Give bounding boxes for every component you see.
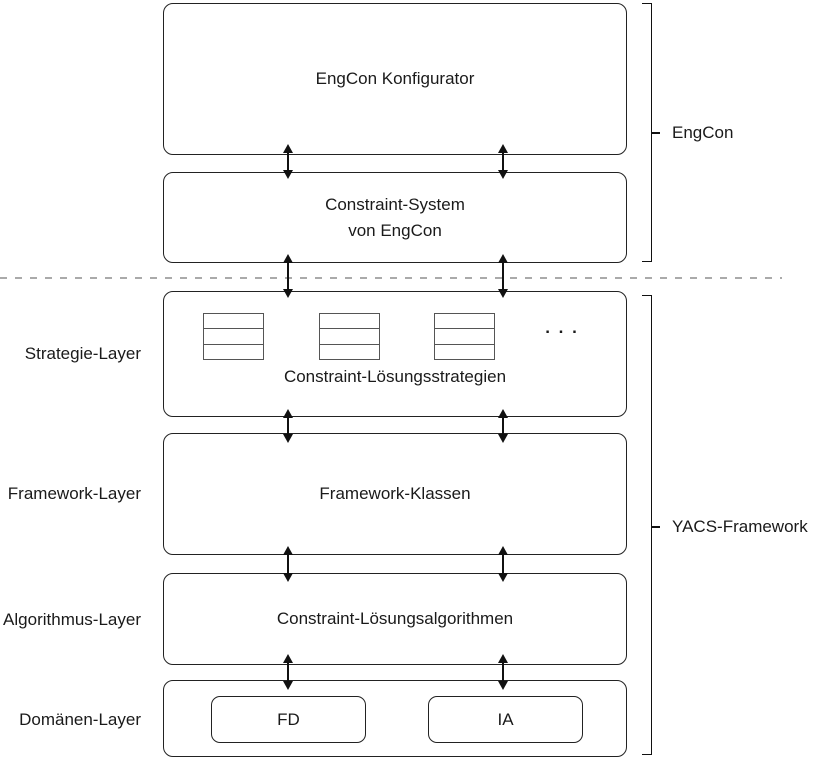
arrow-constraintsystem-strategien-right <box>497 254 509 298</box>
arrowhead-up-icon <box>283 546 293 555</box>
arrow-algorithmen-domaenen-left <box>282 654 294 690</box>
stack-row <box>435 345 494 359</box>
yacs-bracket-tick <box>652 526 660 528</box>
box-constraint-system-label: Constraint-System von EngCon <box>325 192 465 244</box>
more-strategies-ellipsis: . . . <box>545 318 579 337</box>
stack-row <box>204 345 263 359</box>
arrowhead-up-icon <box>283 144 293 153</box>
arrow-shaft <box>286 663 290 681</box>
arrow-shaft <box>286 153 290 170</box>
arrow-framework-algorithmen-left <box>282 546 294 582</box>
arrow-strategien-framework-right <box>497 409 509 443</box>
strategy-stack-icon <box>203 313 264 360</box>
engcon-bracket <box>642 3 652 262</box>
arrowhead-up-icon <box>498 654 508 663</box>
arrowhead-up-icon <box>498 254 508 263</box>
box-fd-label: FD <box>277 709 300 729</box>
arrow-konfigurator-constraintsystem-left <box>282 144 294 179</box>
box-loesungsstrategien-label: Constraint-Lösungsstrategien <box>283 367 507 386</box>
layer-label-domaenen: Domänen-Layer <box>19 710 141 729</box>
arrowhead-down-icon <box>498 289 508 298</box>
engcon-bracket-label: EngCon <box>672 123 734 142</box>
layer-label-algorithmus: Algorithmus-Layer <box>3 610 141 629</box>
layer-label-strategie: Strategie-Layer <box>24 344 141 363</box>
box-loesungsalgorithmen-label: Constraint-Lösungsalgorithmen <box>276 609 514 628</box>
arrow-shaft <box>286 555 290 573</box>
arrow-shaft <box>501 418 505 434</box>
arrowhead-down-icon <box>283 289 293 298</box>
stack-row <box>320 345 379 359</box>
arrow-shaft <box>286 263 290 289</box>
arrow-shaft <box>501 555 505 573</box>
arrowhead-down-icon <box>498 573 508 582</box>
arrowhead-up-icon <box>283 254 293 263</box>
box-engcon-konfigurator: EngCon Konfigurator <box>163 3 627 155</box>
arrowhead-down-icon <box>498 170 508 179</box>
arrow-constraintsystem-strategien-left <box>282 254 294 298</box>
stack-row <box>204 314 263 330</box>
arrow-shaft <box>501 153 505 170</box>
box-ia-domain: IA <box>428 696 583 743</box>
stack-row <box>204 329 263 345</box>
box-engcon-konfigurator-label: EngCon Konfigurator <box>315 69 475 88</box>
arrowhead-up-icon <box>498 409 508 418</box>
arrow-algorithmen-domaenen-right <box>497 654 509 690</box>
arrowhead-up-icon <box>283 409 293 418</box>
box-loesungsalgorithmen: Constraint-Lösungsalgorithmen <box>163 573 627 665</box>
arrowhead-down-icon <box>283 681 293 690</box>
box-framework-klassen: Framework-Klassen <box>163 433 627 555</box>
box-ia-label: IA <box>497 709 514 729</box>
layer-label-framework: Framework-Layer <box>7 484 141 503</box>
arrowhead-up-icon <box>498 546 508 555</box>
stack-row <box>320 314 379 330</box>
arrow-strategien-framework-left <box>282 409 294 443</box>
arrowhead-down-icon <box>283 170 293 179</box>
strategy-stack-icon <box>434 313 495 360</box>
engcon-bracket-tick <box>652 132 660 134</box>
arrowhead-down-icon <box>498 434 508 443</box>
arrowhead-up-icon <box>498 144 508 153</box>
arrow-shaft <box>501 663 505 681</box>
engcon-yacs-separator-line <box>0 277 782 279</box>
arrow-konfigurator-constraintsystem-right <box>497 144 509 179</box>
arrowhead-up-icon <box>283 654 293 663</box>
arrow-shaft <box>286 418 290 434</box>
box-fd-domain: FD <box>211 696 366 743</box>
stack-row <box>435 314 494 330</box>
strategy-stack-icon <box>319 313 380 360</box>
box-loesungsstrategien: . . . Constraint-Lösungsstrategien <box>163 291 627 417</box>
yacs-bracket-label: YACS-Framework <box>672 517 808 536</box>
box-domaenen: FD IA <box>163 680 627 757</box>
constraint-system-line2: von EngCon <box>348 220 442 240</box>
stack-row <box>320 329 379 345</box>
arrowhead-down-icon <box>498 681 508 690</box>
arrow-shaft <box>501 263 505 289</box>
yacs-bracket <box>642 295 652 755</box>
arrowhead-down-icon <box>283 434 293 443</box>
stack-row <box>435 329 494 345</box>
constraint-system-line1: Constraint-System <box>325 194 465 214</box>
box-framework-klassen-label: Framework-Klassen <box>319 484 471 503</box>
arrow-framework-algorithmen-right <box>497 546 509 582</box>
box-constraint-system: Constraint-System von EngCon <box>163 172 627 263</box>
arrowhead-down-icon <box>283 573 293 582</box>
